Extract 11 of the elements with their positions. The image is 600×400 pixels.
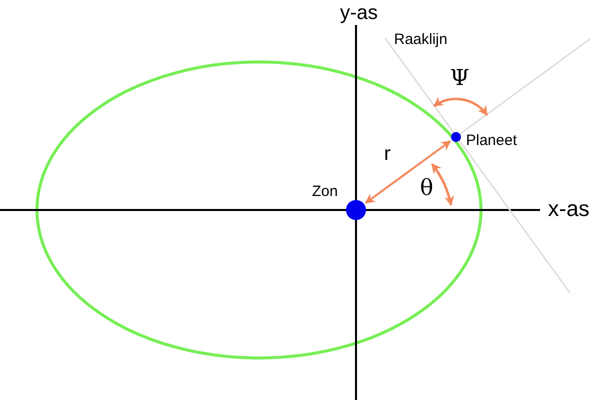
planet-dot — [451, 132, 461, 142]
angle-label: θ — [420, 178, 434, 200]
arrow — [364, 140, 452, 204]
edge-label: r — [384, 144, 391, 164]
axis-label: y-as — [340, 3, 378, 23]
node-caption: Planeet — [466, 133, 517, 148]
node-caption: Zon — [312, 184, 338, 199]
sun-dot — [346, 200, 366, 220]
angle-label: Ψ — [450, 68, 470, 90]
tangent-label: Raaklijn — [394, 32, 448, 47]
axis-label: x-as — [548, 198, 590, 220]
